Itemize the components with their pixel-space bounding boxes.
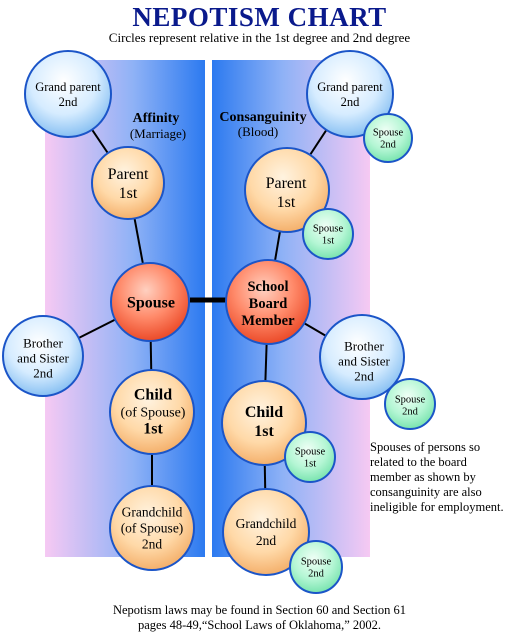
label-con-parent: Parent 1st xyxy=(266,175,307,211)
circle-con-grandparent xyxy=(306,50,394,138)
node-label-line: Parent xyxy=(266,175,307,192)
node-label-line: 2nd xyxy=(354,369,374,384)
node-label-line: Member xyxy=(241,313,295,329)
node-label-line: Spouse xyxy=(295,447,326,458)
label-con-grandchild: Grandchild 2nd xyxy=(236,516,297,548)
node-label-line: School xyxy=(247,279,288,295)
node-label-line: Grandchild xyxy=(236,516,297,531)
node-label-line: 2nd xyxy=(308,569,325,580)
circle-con-child xyxy=(221,380,307,466)
chart-title: NEPOTISM CHART xyxy=(132,2,387,32)
chart-subtitle: Circles represent relative in the 1st de… xyxy=(108,30,411,45)
node-label-line: 1st xyxy=(277,194,296,211)
label-aff-parent: Parent 1st xyxy=(108,166,149,202)
circle-aff-parent xyxy=(91,146,165,220)
node-label-line: 1st xyxy=(143,420,163,437)
node-label-line: Brother xyxy=(344,339,384,354)
node-label-line: Brother xyxy=(23,336,63,351)
node-label-line: 1st xyxy=(322,236,334,247)
node-label-line: 1st xyxy=(304,459,316,470)
label-aff-child: Child (of Spouse)1st xyxy=(121,386,186,437)
circle-aff-spouse xyxy=(110,262,190,342)
node-label-line: Child xyxy=(134,386,172,403)
node-label-line: Grand parent xyxy=(35,80,101,94)
node-label-line: Spouse xyxy=(373,128,404,139)
node-label-line: and Sister xyxy=(338,354,390,369)
circle-con-child-spouse xyxy=(284,431,336,483)
circle-aff-sibling xyxy=(2,315,84,397)
label-aff-spouse: Spouse xyxy=(127,295,175,312)
circle-con-sibling-spouse xyxy=(384,378,436,430)
circle-con-parent xyxy=(244,147,330,233)
node-label-line: 2nd xyxy=(380,140,397,151)
circle-aff-child xyxy=(109,369,195,455)
circle-aff-grandchild xyxy=(109,485,195,571)
affinity-heading: Affinity xyxy=(133,111,180,126)
node-label-line: and Sister xyxy=(17,351,69,366)
node-label-line: 2nd xyxy=(256,533,277,548)
node-label-line: 2nd xyxy=(59,95,79,109)
circle-con-member xyxy=(225,259,311,345)
footer-citation: Nepotism laws may be found in Section 60… xyxy=(0,603,519,633)
footer-line-2: pages 48-49,“School Laws of Oklahoma,” 2… xyxy=(138,618,381,632)
circle-aff-grandparent xyxy=(24,50,112,138)
circle-con-grandchild-spouse xyxy=(289,540,343,594)
node-label-line: Spouse xyxy=(313,224,344,235)
node-label-line: Spouse xyxy=(395,395,426,406)
node-label-line: Board xyxy=(249,296,288,312)
circle-con-sibling xyxy=(319,314,405,400)
consanguinity-sub: (Blood) xyxy=(238,124,278,139)
label-aff-grandchild: Grandchild(of Spouse)2nd xyxy=(121,505,184,552)
node-label-line: 2nd xyxy=(402,407,419,418)
node-label-line: Grandchild xyxy=(122,505,183,520)
circle-con-grandchild xyxy=(222,488,310,576)
circle-con-grandparent-spouse xyxy=(363,113,413,163)
consanguinity-heading: Consanguinity xyxy=(219,110,306,125)
node-label-line: Child xyxy=(245,404,283,421)
node-label-line: Parent xyxy=(108,166,149,183)
affinity-sub: (Marriage) xyxy=(130,126,186,141)
node-label-line: 1st xyxy=(119,185,138,202)
footer-line-1: Nepotism laws may be found in Section 60… xyxy=(112,603,406,617)
node-label-line: Grand parent xyxy=(317,80,383,94)
circle-con-parent-spouse xyxy=(302,208,354,260)
node-label-line: 1st xyxy=(254,423,274,440)
node-label-line: 2nd xyxy=(142,537,163,552)
node-label-line: 2nd xyxy=(341,95,361,109)
spouse-note: Spouses of persons so related to the boa… xyxy=(370,440,504,514)
label-con-child: Child 1st xyxy=(245,404,283,440)
node-label-line: (of Spouse) xyxy=(121,521,184,536)
node-label-line: Spouse xyxy=(127,295,175,312)
node-label-line: Spouse xyxy=(301,557,332,568)
node-label-line: 2nd xyxy=(33,366,53,381)
node-label-line: (of Spouse) xyxy=(121,405,186,420)
